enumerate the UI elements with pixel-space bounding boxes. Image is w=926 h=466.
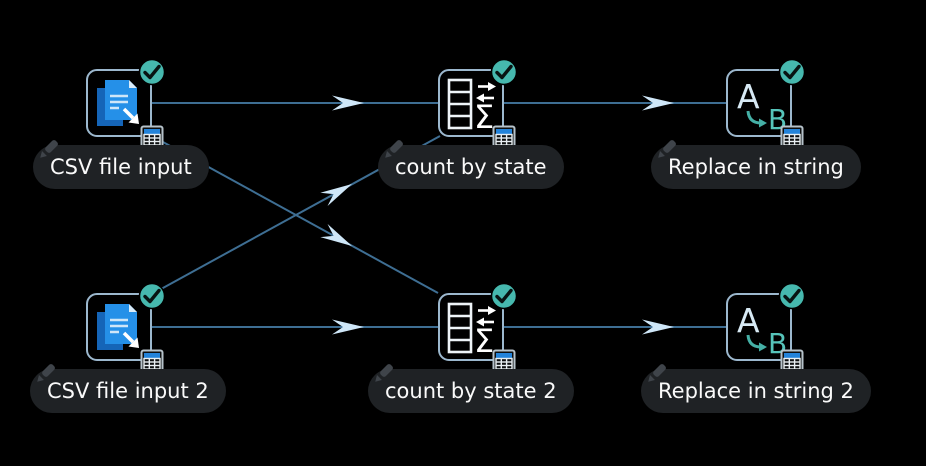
pencil-edit-icon bbox=[40, 140, 58, 158]
check-status-icon bbox=[138, 58, 166, 86]
node-csv-file-input[interactable] bbox=[86, 58, 166, 149]
svg-text:B: B bbox=[768, 327, 787, 356]
replace-a-b-icon: A B bbox=[737, 302, 787, 356]
csv-file-icon bbox=[97, 80, 139, 126]
svg-text:A: A bbox=[737, 78, 760, 116]
data-grid-icon[interactable] bbox=[140, 125, 164, 149]
hop-arrow-icon bbox=[332, 95, 364, 111]
pencil-edit-icon bbox=[648, 364, 666, 382]
node-label-text: CSV file input bbox=[50, 155, 192, 179]
hop-arrow-icon bbox=[642, 319, 674, 335]
node-border: A B bbox=[726, 293, 792, 361]
pencil-edit-icon bbox=[375, 364, 393, 382]
pencil-edit-icon bbox=[385, 140, 403, 158]
node-border bbox=[86, 69, 152, 137]
pencil-edit-icon bbox=[37, 364, 55, 382]
hop-arrow-icon bbox=[320, 224, 352, 246]
node-label-pill[interactable]: CSV file input bbox=[33, 140, 209, 189]
node-label-text: CSV file input 2 bbox=[47, 379, 209, 403]
svg-text:Σ: Σ bbox=[474, 322, 494, 354]
svg-text:B: B bbox=[768, 103, 787, 132]
node-replace-in-string[interactable]: A B bbox=[726, 58, 806, 149]
node-label-pill[interactable]: count by state 2 bbox=[368, 364, 574, 413]
replace-a-b-icon: A B bbox=[737, 78, 787, 132]
group-by-icon: Σ bbox=[447, 78, 496, 130]
node-label-pill[interactable]: CSV file input 2 bbox=[30, 364, 226, 413]
node-label-text: count by state bbox=[395, 155, 547, 179]
node-border: A B bbox=[726, 69, 792, 137]
node-csv-file-input[interactable] bbox=[86, 282, 166, 373]
node-group-by[interactable]: Σ bbox=[438, 58, 518, 149]
check-status-icon bbox=[490, 58, 518, 86]
svg-text:A: A bbox=[737, 302, 760, 340]
data-grid-icon[interactable] bbox=[780, 125, 804, 149]
svg-text:Σ: Σ bbox=[474, 98, 494, 130]
check-status-icon bbox=[490, 282, 518, 310]
csv-file-icon bbox=[97, 304, 139, 350]
node-group-by[interactable]: Σ bbox=[438, 282, 518, 373]
check-status-icon bbox=[138, 282, 166, 310]
data-grid-icon[interactable] bbox=[492, 349, 516, 373]
node-border: Σ bbox=[438, 69, 504, 137]
node-label-pill[interactable]: count by state bbox=[378, 140, 564, 189]
hop-arrow-icon bbox=[642, 95, 674, 111]
node-border bbox=[86, 293, 152, 361]
node-label-pill[interactable]: Replace in string bbox=[651, 140, 861, 189]
check-status-icon bbox=[778, 58, 806, 86]
hop-arrow-icon bbox=[332, 319, 364, 335]
node-replace-in-string[interactable]: A B bbox=[726, 282, 806, 373]
pencil-edit-icon bbox=[658, 140, 676, 158]
check-status-icon bbox=[778, 282, 806, 310]
node-label-text: count by state 2 bbox=[385, 379, 557, 403]
group-by-icon: Σ bbox=[447, 302, 496, 354]
node-label-text: Replace in string 2 bbox=[658, 379, 854, 403]
node-border: Σ bbox=[438, 293, 504, 361]
node-label-pill[interactable]: Replace in string 2 bbox=[641, 364, 871, 413]
node-label-text: Replace in string bbox=[668, 155, 844, 179]
data-grid-icon[interactable] bbox=[780, 349, 804, 373]
hop-arrow-icon bbox=[320, 184, 352, 206]
